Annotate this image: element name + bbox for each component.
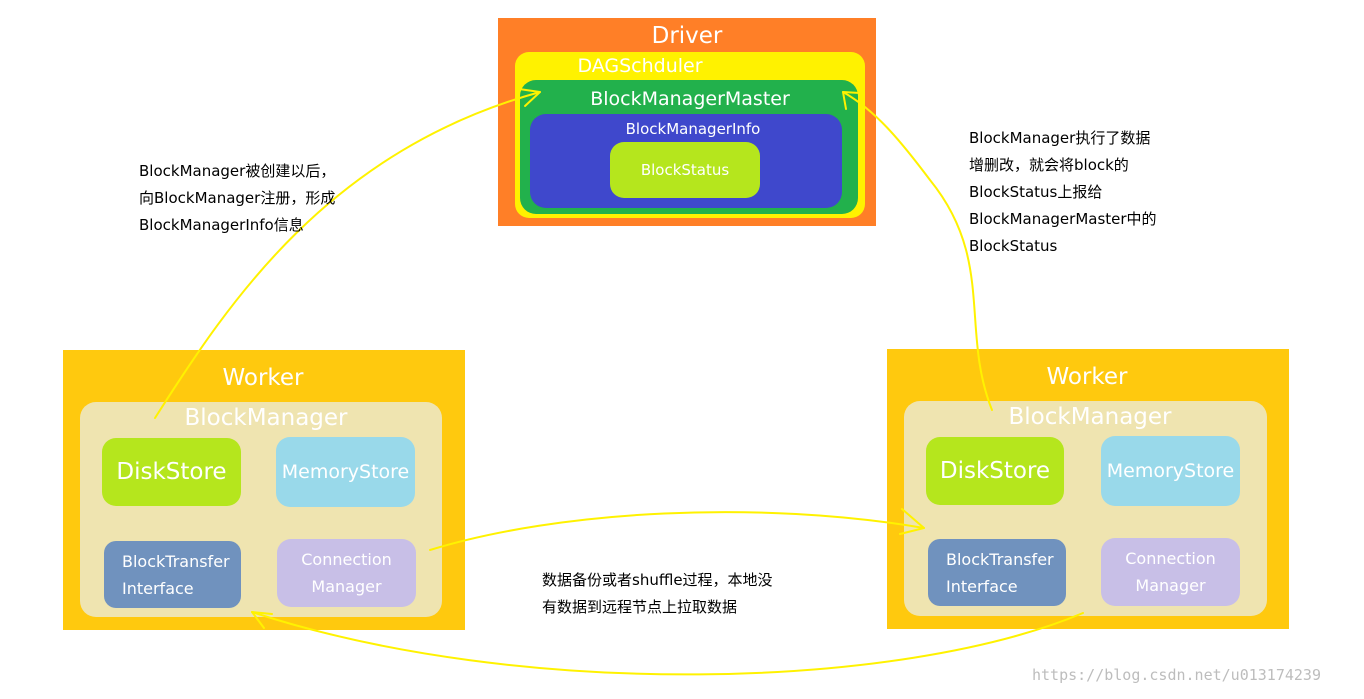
worker-left-disk-store: DiskStore — [102, 438, 241, 506]
block-transfer-label-line2: Interface — [946, 577, 1018, 596]
annotation-line: BlockManager执行了数据 — [969, 129, 1151, 147]
worker-right-block-manager-label: BlockManager — [1008, 404, 1172, 430]
worker-left-block-transfer-interface: BlockTransfer Interface — [104, 541, 241, 608]
transfer-arrow-top — [429, 511, 925, 551]
block-transfer-label-line2: Interface — [122, 579, 194, 598]
connection-manager-label-line1: Connection — [301, 550, 392, 569]
worker-left-memory-store: MemoryStore — [276, 437, 415, 507]
transfer-arrow-top-head — [899, 508, 925, 535]
worker-left-title: Worker — [222, 365, 304, 391]
annotation-line: BlockManagerInfo信息 — [139, 216, 304, 234]
transfer-arrow-bottom-head — [251, 611, 273, 629]
disk-store-label: DiskStore — [939, 458, 1051, 484]
report-annotation: BlockManager执行了数据 增删改，就会将block的 BlockSta… — [969, 125, 1157, 260]
memory-store-label: MemoryStore — [1106, 460, 1235, 482]
watermark: https://blog.csdn.net/u013174239 — [1032, 666, 1321, 684]
annotation-line: 数据备份或者shuffle过程，本地没 — [542, 571, 773, 589]
annotation-line: BlockManagerMaster中的 — [969, 210, 1157, 228]
memory-store-label: MemoryStore — [281, 461, 410, 483]
annotation-line: 增删改，就会将block的 — [969, 156, 1129, 174]
disk-store-label: DiskStore — [116, 459, 227, 485]
dag-scheduler-label: DAGSchduler — [577, 55, 703, 77]
register-annotation: BlockManager被创建以后， 向BlockManager注册，形成 Bl… — [139, 158, 335, 239]
worker-right-disk-store: DiskStore — [926, 437, 1064, 505]
annotation-line: BlockStatus上报给 — [969, 183, 1103, 201]
connection-manager-label-line1: Connection — [1125, 549, 1216, 568]
worker-left-connection-manager: Connection Manager — [277, 539, 416, 607]
worker-left-block-manager-label: BlockManager — [184, 405, 348, 431]
connection-manager-label-line2: Manager — [311, 577, 382, 596]
worker-right-connection-manager: Connection Manager — [1101, 538, 1240, 606]
connection-manager-label-line2: Manager — [1135, 576, 1206, 595]
block-transfer-label-line1: BlockTransfer — [122, 552, 230, 571]
block-transfer-label-line1: BlockTransfer — [946, 550, 1054, 569]
transfer-arrow-bottom — [251, 611, 1084, 676]
block-manager-master-label: BlockManagerMaster — [590, 88, 790, 110]
annotation-line: 向BlockManager注册，形成 — [139, 189, 336, 207]
annotation-line: BlockManager被创建以后， — [139, 162, 336, 180]
worker-right-title: Worker — [1046, 364, 1128, 390]
annotation-line: BlockStatus — [969, 237, 1058, 255]
report-arrow — [842, 91, 993, 411]
worker-right-block-transfer-interface: BlockTransfer Interface — [928, 539, 1066, 606]
block-status-box: BlockStatus — [610, 142, 760, 198]
annotation-line: 有数据到远程节点上拉取数据 — [542, 598, 738, 616]
block-status-label: BlockStatus — [640, 161, 730, 179]
block-manager-info-label: BlockManagerInfo — [625, 120, 761, 138]
worker-right-memory-store: MemoryStore — [1101, 436, 1240, 506]
transfer-annotation: 数据备份或者shuffle过程，本地没 有数据到远程节点上拉取数据 — [542, 567, 773, 621]
driver-title: Driver — [651, 23, 723, 49]
register-arrow-head — [518, 88, 541, 107]
register-arrow — [154, 91, 541, 419]
report-arrow-head — [842, 91, 861, 110]
